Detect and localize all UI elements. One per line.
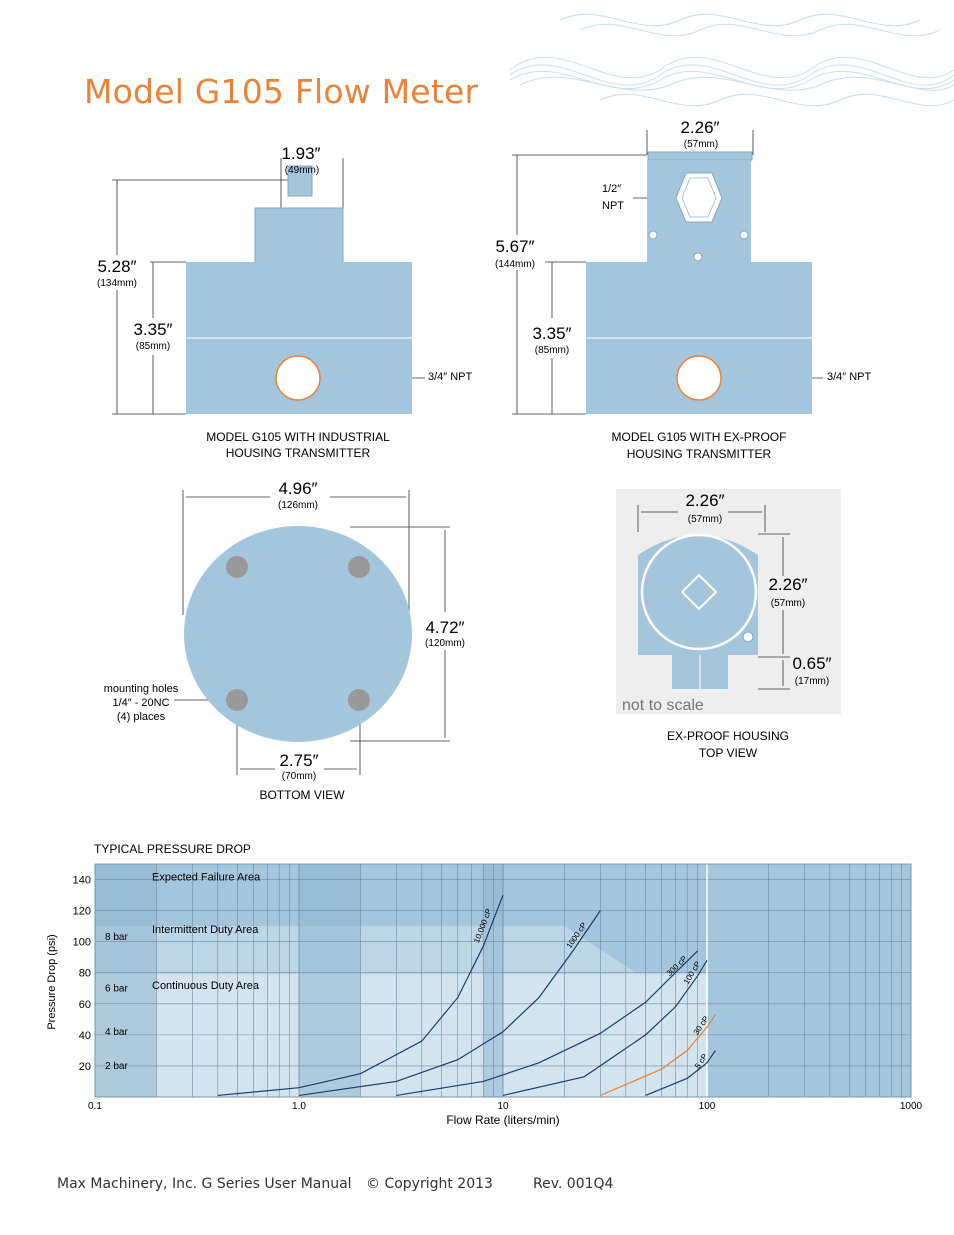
fig2-width-mm: (57mm) <box>684 139 718 150</box>
area-label: Expected Failure Area <box>152 871 261 883</box>
fig3-holes-line1: mounting holes <box>104 683 179 695</box>
fig4-width-mm: (57mm) <box>688 514 722 525</box>
exproof-housing-diagram: 2.26″ (57mm) 1/2″ NPT 5.67″ (144mm) 3.35… <box>495 118 872 461</box>
fig1-caption-line1: MODEL G105 WITH INDUSTRIAL <box>206 430 390 444</box>
y-tick-label: 20 <box>79 1061 91 1073</box>
x-tick-label: 10 <box>497 1101 509 1112</box>
fig3-width-mm: (126mm) <box>278 500 318 511</box>
fig2-width-in: 2.26″ <box>680 118 719 137</box>
x-tick-label: 100 <box>699 1101 716 1112</box>
y-tick-label: 40 <box>79 1030 91 1042</box>
fig3-spacing-mm: (70mm) <box>282 771 316 782</box>
transmitter-neck <box>287 165 313 197</box>
shaded-band <box>299 864 361 1097</box>
fig1-width-mm: (49mm) <box>285 165 319 176</box>
fig3-holes-line3: (4) places <box>117 711 166 723</box>
fig4-caption-line2: TOP VIEW <box>699 746 758 760</box>
bottom-view-diagram: 4.96″ (126mm) 4.72″ (120mm) mounting hol… <box>104 479 465 802</box>
fig3-height-mm: (120mm) <box>425 638 465 649</box>
footer-revision: Rev. 001Q4 <box>533 1176 614 1192</box>
npt-port <box>676 355 722 401</box>
fig2-caption-line2: HOUSING TRANSMITTER <box>627 447 772 461</box>
series-line <box>217 894 504 1097</box>
series-line <box>396 950 699 1097</box>
fig2-height-in: 5.67″ <box>495 237 534 256</box>
chart-frame <box>94 863 912 1098</box>
chart-title: TYPICAL PRESSURE DROP <box>94 842 251 856</box>
y-tick-label: 80 <box>79 968 91 980</box>
fig2-npt-line2: NPT <box>602 200 624 212</box>
fig2-caption-line1: MODEL G105 WITH EX-PROOF <box>612 430 787 444</box>
fig1-height-in: 5.28″ <box>97 257 136 276</box>
bar-label: 6 bar <box>105 983 128 994</box>
mounting-hole <box>226 689 248 711</box>
area-label: Intermittent Duty Area <box>152 924 259 936</box>
bar-label: 8 bar <box>105 932 128 943</box>
series-line <box>298 910 601 1097</box>
not-to-scale-note: not to scale <box>622 697 704 714</box>
area-label: Continuous Duty Area <box>152 980 260 992</box>
x-tick-label: 1000 <box>900 1101 923 1112</box>
fig4-height-in: 2.26″ <box>768 575 807 594</box>
fig2-body-mm: (85mm) <box>535 345 569 356</box>
hex-socket <box>680 573 718 611</box>
fig4-caption-line1: EX-PROOF HOUSING <box>667 729 789 743</box>
industrial-housing-diagram: 1.93″ (49mm) 5.28″ (134mm) 3.35″ (85mm) … <box>97 144 473 460</box>
fig2-body-in: 3.35″ <box>532 324 571 343</box>
fig1-port-label: 3/4″ NPT <box>428 371 473 383</box>
continuous-duty-area <box>95 974 707 1097</box>
fig3-width-in: 4.96″ <box>278 479 317 498</box>
y-tick-label: 100 <box>73 937 91 949</box>
mounting-hole <box>348 689 370 711</box>
fig4-height-mm: (57mm) <box>771 598 805 609</box>
fig1-body-mm: (85mm) <box>136 341 170 352</box>
series-line <box>600 1014 716 1096</box>
bar-label: 4 bar <box>105 1027 128 1038</box>
x-tick-label: 1.0 <box>292 1101 306 1112</box>
footer-publisher: Max Machinery, Inc. G Series User Manual <box>57 1176 352 1192</box>
transmitter-head <box>254 207 344 264</box>
fig4-small-in: 0.65″ <box>792 654 831 673</box>
fig3-height-in: 4.72″ <box>425 618 464 637</box>
fig2-port-label: 3/4″ NPT <box>827 371 872 383</box>
fig3-spacing-in: 2.75″ <box>279 751 318 770</box>
series-line <box>502 959 708 1097</box>
x-tick-label: 0.1 <box>88 1101 102 1112</box>
y-tick-label: 60 <box>79 999 91 1011</box>
y-axis-label: Pressure Drop (psi) <box>46 934 58 1029</box>
fig1-caption-line2: HOUSING TRANSMITTER <box>226 446 371 460</box>
fig3-holes-line2: 1/4″ - 20NC <box>112 697 169 709</box>
mounting-hole <box>348 556 370 578</box>
fig2-npt-line1: 1/2″ <box>602 183 621 195</box>
fig1-height-mm: (134mm) <box>97 278 137 289</box>
fig1-body-in: 3.35″ <box>133 320 172 339</box>
x-axis-label: Flow Rate (liters/min) <box>446 1113 559 1127</box>
fig2-height-mm: (144mm) <box>495 259 535 270</box>
fig3-caption: BOTTOM VIEW <box>259 788 345 802</box>
fig4-small-mm: (17mm) <box>795 676 829 687</box>
fig4-width-in: 2.26″ <box>685 491 724 510</box>
shaded-band <box>483 864 503 1097</box>
series-line <box>645 1050 716 1097</box>
footer-copyright: © Copyright 2013 <box>366 1176 493 1192</box>
npt-port <box>275 355 321 401</box>
out-of-range-area <box>707 864 911 1097</box>
fig1-width-in: 1.93″ <box>281 144 320 163</box>
page-title: Model G105 Flow Meter <box>84 72 479 112</box>
bottom-plate <box>184 526 412 742</box>
shaded-band <box>95 864 157 1097</box>
y-tick-label: 140 <box>73 875 91 887</box>
exproof-top-view-diagram: 2.26″ (57mm) 2.26″ (57mm) 0.65″ (17mm) n… <box>616 489 841 760</box>
mounting-hole <box>226 556 248 578</box>
decorative-wave-pattern <box>509 13 954 107</box>
y-tick-label: 120 <box>73 906 91 918</box>
bar-label: 2 bar <box>105 1061 128 1072</box>
